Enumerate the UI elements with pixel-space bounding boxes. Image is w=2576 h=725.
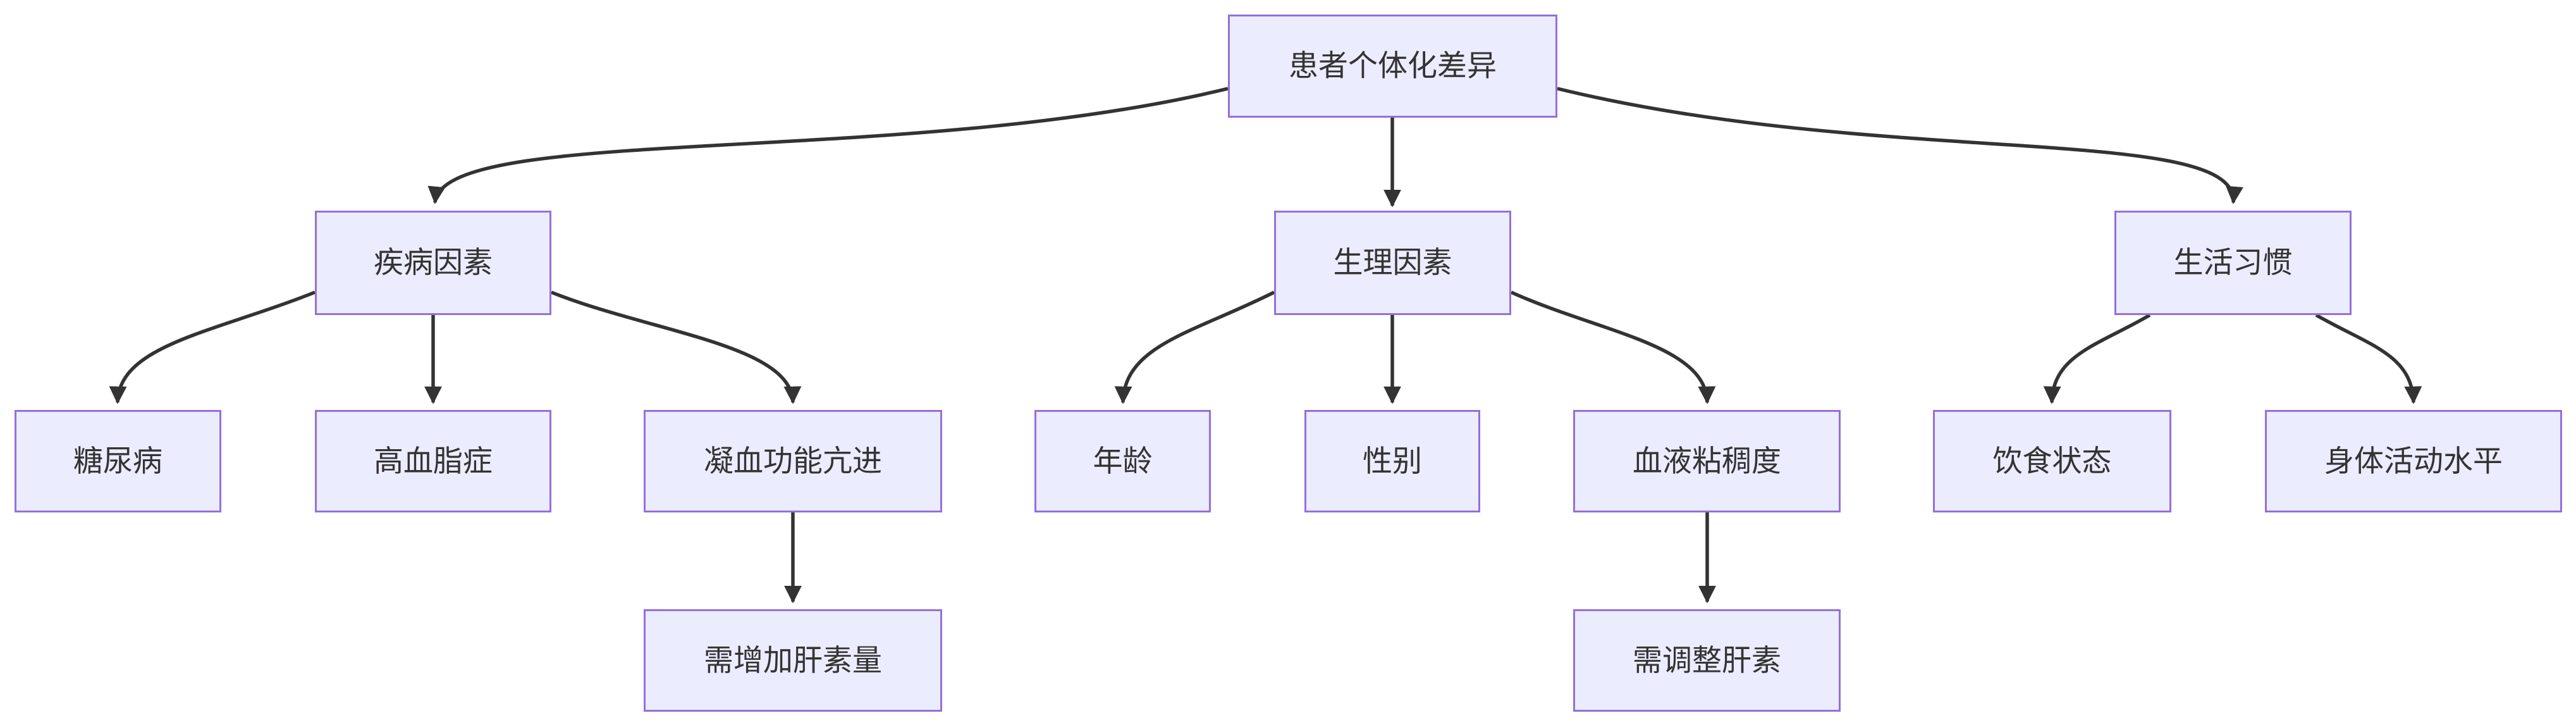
node-increase-heparin-label: 需增加肝素量 xyxy=(704,643,882,677)
edge-disease-to-diabetes xyxy=(109,290,316,404)
node-physiological-factors-label: 生理因素 xyxy=(1333,245,1452,280)
node-physical-activity-label: 身体活动水平 xyxy=(2324,443,2503,478)
node-physical-activity: 身体活动水平 xyxy=(2265,410,2562,512)
node-blood-viscosity: 血液粘稠度 xyxy=(1573,410,1841,512)
node-adjust-heparin: 需调整肝素 xyxy=(1573,609,1841,712)
node-lifestyle-habits: 生活习惯 xyxy=(2114,211,2352,315)
node-diabetes: 糖尿病 xyxy=(15,410,221,512)
node-hyperlipidemia-label: 高血脂症 xyxy=(374,443,493,478)
node-disease-factors-label: 疾病因素 xyxy=(374,245,493,280)
edge-disease-to-hypercoagulability xyxy=(550,290,802,404)
node-diet-status-label: 饮食状态 xyxy=(1992,443,2112,478)
node-hyperlipidemia: 高血脂症 xyxy=(315,410,551,512)
edge-physio-to-age xyxy=(1114,290,1275,404)
edge-physio-to-blood-viscosity xyxy=(1510,290,1716,404)
node-blood-viscosity-label: 血液粘稠度 xyxy=(1633,443,1781,478)
node-increase-heparin: 需增加肝素量 xyxy=(644,609,942,712)
node-diabetes-label: 糖尿病 xyxy=(73,443,163,478)
node-disease-factors: 疾病因素 xyxy=(315,211,551,315)
node-diet-status: 饮食状态 xyxy=(1933,410,2171,512)
node-gender: 性别 xyxy=(1304,410,1480,512)
node-age: 年龄 xyxy=(1034,410,1211,512)
node-lifestyle-habits-label: 生活习惯 xyxy=(2173,245,2293,280)
node-physiological-factors: 生理因素 xyxy=(1274,211,1511,315)
edge-root-to-disease-factors xyxy=(427,87,1229,204)
node-patient-root-label: 患者个体化差异 xyxy=(1289,49,1497,83)
node-gender-label: 性别 xyxy=(1363,443,1422,478)
edge-root-to-lifestyle-habits xyxy=(1557,87,2243,204)
node-age-label: 年龄 xyxy=(1093,443,1153,478)
node-patient-root: 患者个体化差异 xyxy=(1228,15,1557,118)
edge-lifestyle-to-physical-activity xyxy=(2315,313,2422,404)
edge-lifestyle-to-diet-status xyxy=(2043,313,2151,404)
node-adjust-heparin-label: 需调整肝素 xyxy=(1633,643,1781,677)
node-hypercoagulability: 凝血功能亢进 xyxy=(644,410,942,512)
node-hypercoagulability-label: 凝血功能亢进 xyxy=(704,443,882,478)
